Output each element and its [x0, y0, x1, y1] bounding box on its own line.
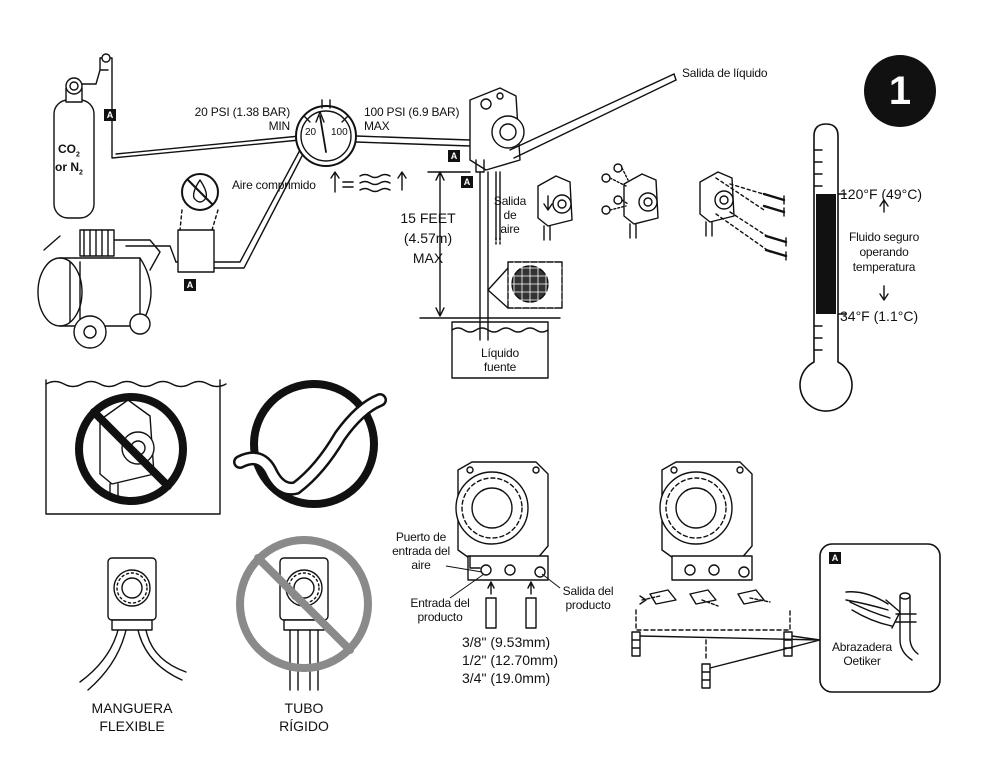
- clamp-label-line2: Oetiker: [843, 654, 881, 668]
- badge-a-compressor: A: [184, 279, 196, 291]
- prohibition-icon: [236, 536, 372, 672]
- rigid-tube-pump: [236, 536, 372, 691]
- rigid-tube-line2: RÍGIDO: [279, 718, 329, 734]
- psi-max-value: 100 PSI (6.9 BAR): [364, 105, 460, 119]
- gas-label-line2: or N2: [55, 160, 83, 177]
- badge-a-inset: A: [829, 552, 841, 564]
- badge-a-pump-inlet: A: [448, 150, 460, 162]
- air-compressor-icon: [37, 229, 177, 349]
- product-inlet-line1: Entrada del: [410, 596, 470, 610]
- product-outlet-line1: Salida del: [562, 584, 614, 598]
- badge-a-suction: A: [461, 176, 473, 188]
- gauge-high-mark: 100: [331, 127, 348, 138]
- psi-max-word: MAX: [364, 119, 390, 133]
- rigid-tube-line1: TUBO: [284, 700, 324, 716]
- air-inlet-line3: aire: [411, 558, 431, 572]
- no-oil-icon: [181, 173, 219, 211]
- mounting-step-3: [699, 171, 788, 261]
- psi-min-value: 20 PSI (1.38 BAR): [194, 105, 291, 119]
- product-inlet-line2: producto: [417, 610, 463, 624]
- temp-high-label: 120°F (49°C): [840, 186, 923, 202]
- badge-a-cylinder: A: [104, 109, 116, 121]
- size-1-2: 1/2" (12.70mm): [462, 652, 559, 668]
- port-pump: [455, 461, 549, 629]
- no-submerge-panel: [45, 379, 227, 515]
- clamp-label-line1: Abrazadera: [831, 640, 893, 654]
- temp-low-label: 34°F (1.1°C): [840, 308, 919, 324]
- fluid-label-line2: operando: [859, 245, 909, 259]
- size-3-8: 3/8" (9.53mm): [462, 634, 551, 650]
- lift-label-line3: MAX: [412, 250, 444, 266]
- checkmark-icon: [250, 380, 378, 508]
- compressed-air-label: Aire comprimido: [232, 178, 316, 192]
- flexible-hose-pump: [79, 557, 187, 691]
- air-inlet-line1: Puerto de: [395, 530, 447, 544]
- air-inlet-line2: entrada del: [392, 544, 450, 558]
- gauge-low-mark: 20: [305, 127, 317, 138]
- oetiker-clamp-icon: [845, 591, 919, 661]
- flexible-hose-line2: FLEXIBLE: [99, 718, 165, 734]
- lift-label-line1: 15 FEET: [400, 210, 456, 226]
- checkmark-panel: [233, 380, 387, 508]
- fluid-label-line3: temperatura: [852, 260, 916, 274]
- psi-min-word: MIN: [268, 119, 291, 133]
- mounting-step-2: [601, 163, 659, 239]
- inset-clamp-box: [819, 543, 941, 693]
- lift-label-line2: (4.57m): [403, 230, 453, 246]
- strainer-icon: [487, 261, 563, 309]
- gas-cylinder-icon: [53, 53, 113, 219]
- product-outlet-line2: producto: [565, 598, 611, 612]
- prohibition-icon: [75, 393, 187, 505]
- clamp-pump: [631, 461, 821, 689]
- pressure-gauge-icon: [295, 99, 357, 167]
- air-outlet-line2: de: [503, 208, 517, 222]
- source-liquid-line2: fuente: [483, 360, 517, 374]
- size-3-4: 3/4" (19.0mm): [462, 670, 551, 686]
- air-outlet-line1: Salida: [493, 194, 527, 208]
- step-number-badge: 1: [864, 55, 936, 127]
- source-liquid-line1: Líquido: [481, 346, 519, 360]
- liquid-outlet-label: Salida de líquido: [682, 66, 768, 80]
- gas-label-line1: CO2: [58, 142, 80, 159]
- mounting-step-1: [537, 175, 573, 241]
- flexible-hose-line1: MANGUERA: [91, 700, 173, 716]
- thermometer-icon: [799, 123, 889, 412]
- air-outlet-line3: aire: [500, 222, 520, 236]
- fluid-label-line1: Fluido seguro: [848, 230, 920, 244]
- pump-icon: [469, 87, 525, 173]
